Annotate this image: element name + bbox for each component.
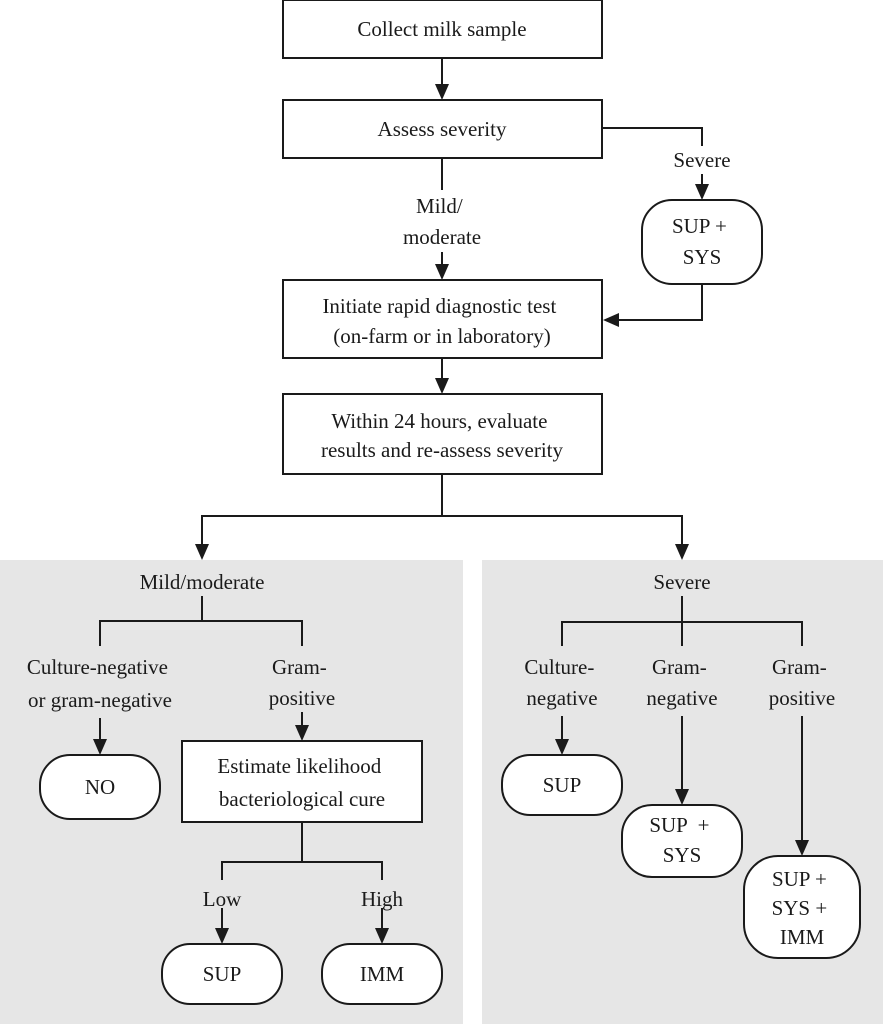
edge-supsys-rapid — [618, 284, 703, 321]
left-culture-neg-line-1: Culture-negative — [27, 655, 168, 679]
imm-high-line-1: IMM — [360, 962, 405, 986]
low-line-1: Low — [203, 887, 242, 911]
arrowheads — [93, 84, 809, 944]
no-line-1: NO — [85, 775, 115, 799]
collect-box — [282, 0, 603, 59]
arrow-evaluate — [435, 378, 449, 394]
arrow-assess — [435, 84, 449, 100]
sup-low-line-1: SUP — [203, 962, 242, 986]
edge-evaluate-mild-panel — [201, 474, 443, 544]
right-gram-pos-line-2: positive — [769, 686, 836, 710]
collect-box-line-1: Collect milk sample — [357, 17, 526, 41]
evaluate-text: Within 24 hours, evaluate results and re… — [321, 409, 564, 462]
sup-sys-gram-neg-box — [621, 804, 743, 878]
sup-sys-gram-neg-line-2: SYS — [663, 843, 702, 867]
assess-box-text: Assess severity — [378, 117, 507, 141]
rapid-test-line-1: Initiate rapid diagnostic test — [322, 294, 556, 318]
left-gram-pos-label: Gram- positive — [269, 655, 336, 710]
mild-moderate-top-line-1: Mild/ — [416, 194, 463, 218]
right-culture-neg-line-2: negative — [526, 686, 597, 710]
arrow-mild-panel — [195, 544, 209, 560]
right-gram-pos-line-1: Gram- — [772, 655, 827, 679]
imm-high-box — [321, 943, 443, 1005]
mild-moderate-top-line-2: moderate — [403, 225, 481, 249]
edge-left-branch-b — [202, 620, 303, 646]
edge-left-branch-a — [99, 596, 203, 646]
mild-moderate-top-label: Mild/ moderate — [403, 194, 481, 249]
sup-culture-neg-line-1: SUP — [543, 773, 582, 797]
arrow-rapid-from-mild — [435, 264, 449, 280]
panel-left-title: Mild/moderate — [140, 570, 265, 594]
no-text: NO — [85, 775, 115, 799]
sup-sys-imm-line-3: IMM — [780, 925, 825, 949]
sup-sys-top-box — [641, 199, 763, 285]
no-box — [39, 754, 161, 820]
evaluate-box — [282, 393, 603, 475]
panel-left-title-line-1: Mild/moderate — [140, 570, 265, 594]
arrow-no — [93, 739, 107, 755]
collect-box-text: Collect milk sample — [357, 17, 526, 41]
edge-estimate-low — [221, 822, 303, 880]
sup-sys-imm-line-2: SYS + — [772, 896, 828, 920]
estimate-text: Estimate likelihood bacteriological cure — [217, 754, 386, 811]
estimate-line-1: Estimate likelihood — [217, 754, 381, 778]
imm-high-text: IMM — [360, 962, 405, 986]
evaluate-line-2: results and re-assess severity — [321, 438, 564, 462]
severe-top-line-1: Severe — [673, 148, 730, 172]
edge-severe-grampos — [682, 621, 803, 646]
sup-sys-gram-neg-line-1: SUP + — [649, 813, 709, 837]
right-gram-neg-line-2: negative — [646, 686, 717, 710]
left-culture-neg-line-2: or gram-negative — [28, 688, 172, 712]
estimate-box — [181, 740, 423, 823]
high-line-1: High — [361, 887, 404, 911]
left-gram-pos-line-1: Gram- — [272, 655, 327, 679]
sup-low-box — [161, 943, 283, 1005]
assess-box — [282, 99, 603, 159]
sup-sys-top-text: SUP + SYS — [672, 214, 732, 269]
arrow-supsys-top — [695, 184, 709, 200]
connectors — [99, 58, 803, 930]
arrow-supsysimm — [795, 840, 809, 856]
sup-sys-top-line-1: SUP + — [672, 214, 727, 238]
arrow-estimate — [295, 725, 309, 741]
edge-assess-severe — [602, 127, 703, 146]
right-gram-neg-label: Gram- negative — [646, 655, 717, 710]
edge-estimate-high — [302, 861, 383, 880]
sup-low-text: SUP — [203, 962, 242, 986]
arrow-imm-high — [375, 928, 389, 944]
sup-culture-neg-text: SUP — [543, 773, 582, 797]
edge-evaluate-severe-panel — [442, 515, 683, 544]
panel-right-title-line-1: Severe — [653, 570, 710, 594]
sup-sys-imm-line-1: SUP + — [772, 867, 827, 891]
severe-top-label: Severe — [673, 148, 730, 172]
sup-culture-neg-box — [501, 754, 623, 816]
evaluate-line-1: Within 24 hours, evaluate — [331, 409, 547, 433]
arrow-severe-panel — [675, 544, 689, 560]
sup-sys-imm-text: SUP + SYS + IMM — [772, 867, 833, 949]
rapid-test-line-2: (on-farm or in laboratory) — [333, 324, 551, 348]
sup-sys-gram-neg-text: SUP + SYS — [649, 813, 714, 867]
arrow-sup-low — [215, 928, 229, 944]
right-culture-neg-label: Culture- negative — [524, 655, 599, 710]
estimate-line-2: bacteriological cure — [219, 787, 385, 811]
rapid-test-text: Initiate rapid diagnostic test (on-farm … — [322, 294, 561, 348]
arrow-rapid-from-severe — [603, 313, 619, 327]
edge-severe-culture — [561, 621, 682, 646]
text-layer: Collect milk sample Assess severity Seve… — [27, 17, 835, 986]
arrow-sup-culture — [555, 739, 569, 755]
assess-box-line-1: Assess severity — [378, 117, 507, 141]
low-label: Low — [203, 887, 242, 911]
sup-sys-imm-box — [743, 855, 861, 959]
sup-sys-top-line-2: SYS — [683, 245, 722, 269]
right-gram-neg-line-1: Gram- — [652, 655, 707, 679]
high-label: High — [361, 887, 404, 911]
arrow-supsys-gramneg — [675, 789, 689, 805]
left-culture-neg-label: Culture-negative or gram-negative — [27, 655, 173, 712]
left-gram-pos-line-2: positive — [269, 686, 336, 710]
right-gram-pos-label: Gram- positive — [769, 655, 836, 710]
rapid-test-box — [282, 279, 603, 359]
panel-right-title: Severe — [653, 570, 710, 594]
right-culture-neg-line-1: Culture- — [524, 655, 594, 679]
